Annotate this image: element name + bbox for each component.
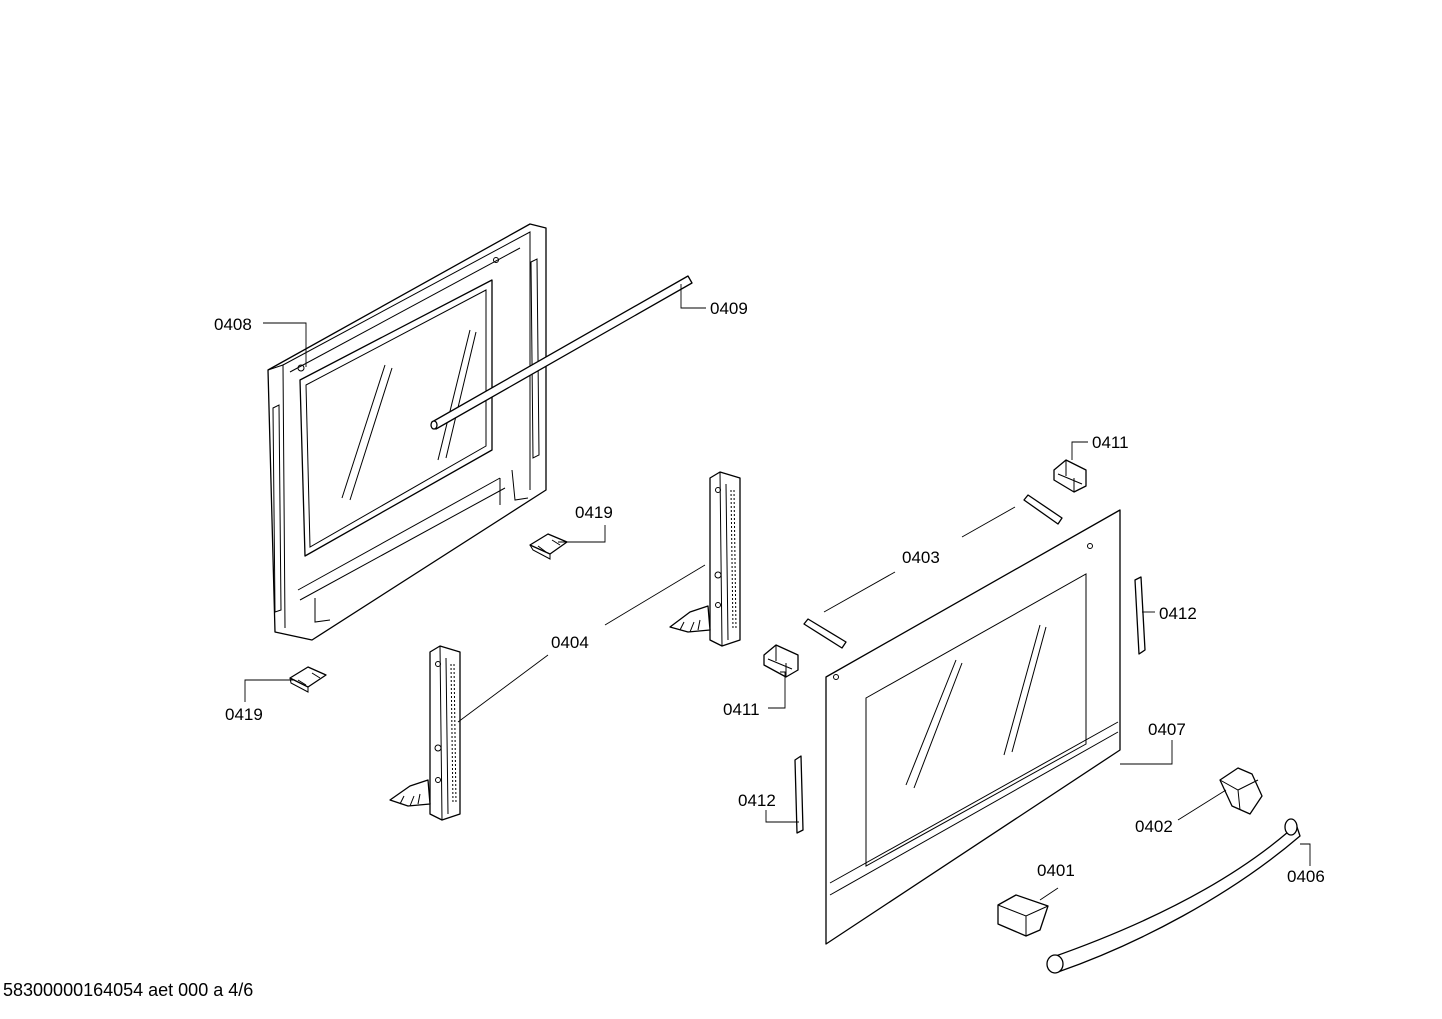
- label-0401: 0401: [1037, 861, 1075, 880]
- strip-0412-left: [794, 755, 804, 834]
- label-0419-lower: 0419: [225, 705, 263, 724]
- label-0412-left: 0412: [738, 791, 776, 810]
- label-0409: 0409: [710, 299, 748, 318]
- hinge-0404-upper: [669, 471, 741, 647]
- label-0402: 0402: [1135, 817, 1173, 836]
- strip-0412-right: [1134, 576, 1146, 655]
- label-0411-upper: 0411: [1092, 433, 1129, 452]
- drawing-reference-footer: 58300000164054 aet 000 a 4/6: [3, 980, 254, 1000]
- inner-door-frame-0408: [267, 223, 547, 641]
- clip-0419-lower: [289, 666, 327, 693]
- label-0412-right: 0412: [1159, 604, 1197, 623]
- clip-0411-upper: [1053, 459, 1087, 493]
- label-0408: 0408: [214, 315, 252, 334]
- rod-0403-upper: [1023, 494, 1063, 525]
- rod-0403-lower: [803, 618, 847, 649]
- end-cap-0402: [1219, 767, 1263, 815]
- rod-0409: [430, 275, 693, 430]
- part-labels: 0408 0409 0419 0419 0404 0411 0403 0411 …: [214, 299, 1325, 886]
- leader-lines: [244, 284, 1311, 901]
- label-0407: 0407: [1148, 720, 1186, 739]
- end-cap-0401: [997, 894, 1049, 937]
- label-0403: 0403: [902, 548, 940, 567]
- label-0406: 0406: [1287, 867, 1325, 886]
- label-0419-upper: 0419: [575, 503, 613, 522]
- hinge-0404-lower: [389, 645, 461, 821]
- label-0411-lower: 0411: [723, 700, 760, 719]
- clip-0411-lower: [763, 644, 799, 678]
- handle-0406: [1046, 818, 1301, 974]
- label-0404: 0404: [551, 633, 589, 652]
- outer-door-0407: [825, 509, 1121, 945]
- clip-0419-upper: [529, 533, 568, 560]
